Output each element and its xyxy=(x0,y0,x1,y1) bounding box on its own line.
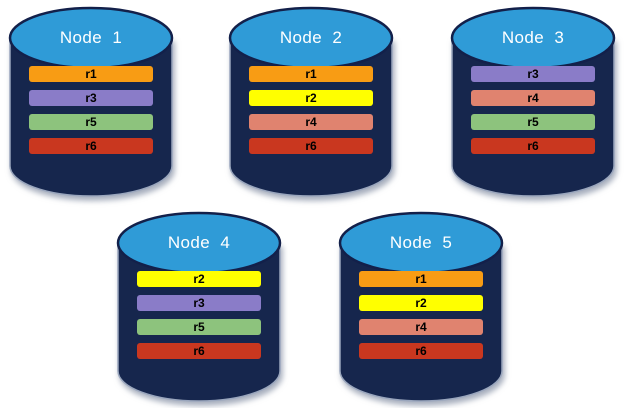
shard-list: r3 r4 r5 r6 xyxy=(452,66,614,154)
shard-bar[interactable]: r3 xyxy=(471,66,595,82)
shard-bar[interactable]: r4 xyxy=(471,90,595,106)
shard-bar[interactable]: r4 xyxy=(249,114,373,130)
shard-bar[interactable]: r6 xyxy=(359,343,483,359)
shard-bar[interactable]: r2 xyxy=(137,271,261,287)
shard-bar[interactable]: r1 xyxy=(29,66,153,82)
cylinder-top-cap xyxy=(228,6,394,70)
cylinder-top-cap xyxy=(450,6,616,70)
shard-bar[interactable]: r5 xyxy=(137,319,261,335)
shard-bar[interactable]: r6 xyxy=(137,343,261,359)
shard-list: r2 r3 r5 r6 xyxy=(118,271,280,359)
cylinder-top-cap xyxy=(8,6,174,70)
cylinder-top-cap xyxy=(116,211,282,275)
shard-bar[interactable]: r6 xyxy=(471,138,595,154)
shard-bar[interactable]: r4 xyxy=(359,319,483,335)
shard-bar[interactable]: r5 xyxy=(471,114,595,130)
shard-bar[interactable]: r3 xyxy=(29,90,153,106)
cylinder-top-cap xyxy=(338,211,504,275)
shard-bar[interactable]: r1 xyxy=(249,66,373,82)
shard-list: r1 r3 r5 r6 xyxy=(10,66,172,154)
shard-list: r1 r2 r4 r6 xyxy=(230,66,392,154)
shard-bar[interactable]: r1 xyxy=(359,271,483,287)
shard-bar[interactable]: r2 xyxy=(249,90,373,106)
shard-bar[interactable]: r6 xyxy=(29,138,153,154)
shard-bar[interactable]: r6 xyxy=(249,138,373,154)
shard-bar[interactable]: r3 xyxy=(137,295,261,311)
shard-bar[interactable]: r2 xyxy=(359,295,483,311)
shard-bar[interactable]: r5 xyxy=(29,114,153,130)
shard-list: r1 r2 r4 r6 xyxy=(340,271,502,359)
